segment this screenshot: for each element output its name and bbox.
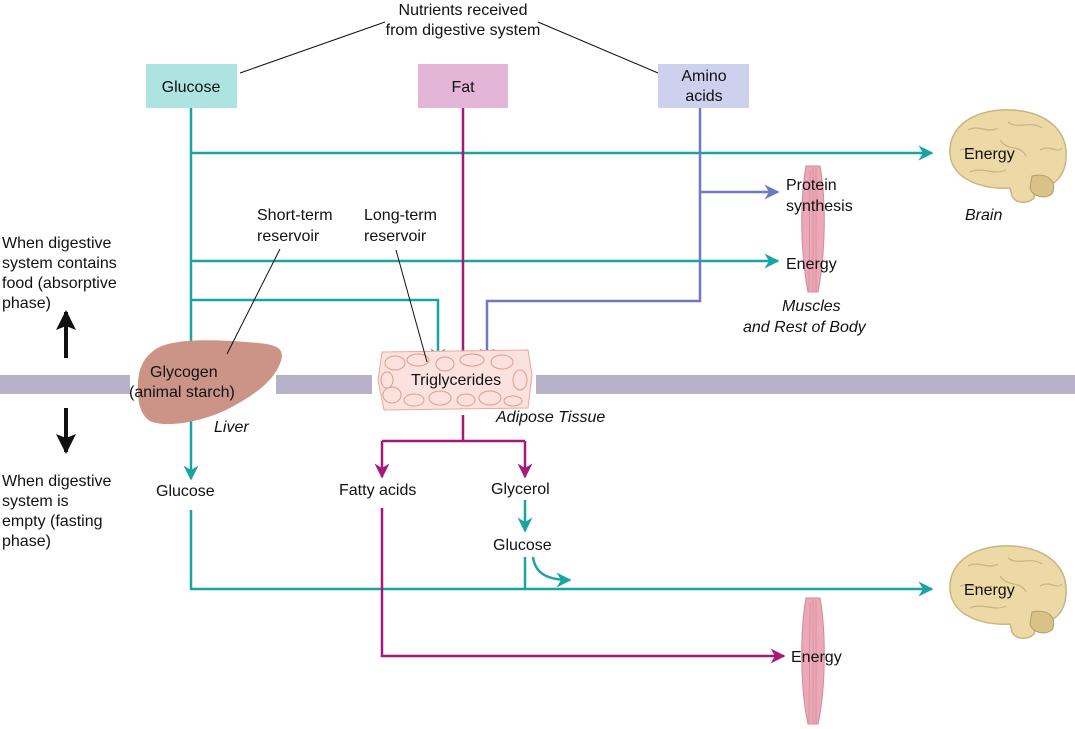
glucose-pathways: [183, 108, 934, 597]
muscle-icon: [801, 165, 825, 293]
adipose-tissue-icon: [377, 349, 533, 411]
glucose-from-liver-label: Glucose: [156, 483, 215, 500]
leader-header-glucose: [239, 21, 386, 74]
protein-synthesis-line1: Protein: [786, 177, 837, 194]
fasting-phase-line4: phase): [2, 533, 51, 550]
amino-box-label-line1: Amino: [681, 68, 726, 85]
header-title-line1: Nutrients received: [399, 2, 528, 19]
glucose-box: Glucose: [146, 64, 237, 108]
brain-icon: [949, 109, 1067, 203]
muscles-label-line1: Muscles: [782, 298, 841, 315]
liver-icon: [137, 340, 282, 425]
fasting-phase-line3: empty (fasting: [2, 513, 102, 530]
energy-label-muscle-bottom: Energy: [791, 649, 842, 666]
brain-icon: [949, 545, 1067, 639]
amino-acid-pathways: [479, 108, 780, 364]
energy-label-muscle-top: Energy: [786, 256, 837, 273]
muscle-icon: [801, 597, 825, 725]
fat-pathways: [374, 108, 786, 664]
liver-label: Liver: [214, 419, 249, 436]
header-title-line2: from digestive system: [386, 22, 541, 39]
phase-separator-band: [0, 375, 1075, 394]
short-term-reservoir-line2: reservoir: [257, 228, 320, 245]
leader-header-amino: [537, 21, 659, 74]
fat-box: Fat: [418, 64, 508, 108]
glucose-box-label: Glucose: [162, 79, 221, 96]
fasting-phase-line2: system is: [2, 493, 69, 510]
long-term-reservoir-line2: reservoir: [364, 228, 427, 245]
absorptive-phase-line2: system contains: [2, 255, 117, 272]
triglycerides-label: Triglycerides: [411, 372, 501, 389]
adipose-tissue-label: Adipose Tissue: [495, 409, 605, 426]
glycogen-label-line1: Glycogen: [150, 364, 218, 381]
absorptive-phase-line4: phase): [2, 295, 51, 312]
absorptive-phase-line3: food (absorptive: [2, 275, 117, 292]
long-term-reservoir-line1: Long-term: [364, 207, 437, 224]
brain-label: Brain: [965, 207, 1002, 224]
amino-box-label-line2: acids: [685, 88, 722, 105]
muscles-label-line2: and Rest of Body: [743, 319, 867, 336]
fasting-phase-line1: When digestive: [2, 473, 111, 490]
fat-box-label: Fat: [451, 79, 475, 96]
fatty-acids-label: Fatty acids: [339, 482, 416, 499]
amino-acids-box: Amino acids: [658, 64, 749, 108]
leader-short-term-reservoir: [226, 248, 281, 355]
short-term-reservoir-line1: Short-term: [257, 207, 333, 224]
energy-label-brain-bottom: Energy: [964, 582, 1015, 599]
protein-synthesis-line2: synthesis: [786, 198, 853, 215]
leader-long-term-reservoir: [395, 249, 428, 363]
glycogen-label-line2: (animal starch): [129, 384, 235, 401]
glucose-from-glycerol-label: Glucose: [493, 537, 552, 554]
glycerol-label: Glycerol: [491, 481, 550, 498]
absorptive-phase-line1: When digestive: [2, 235, 111, 252]
energy-label-brain-top: Energy: [964, 146, 1015, 163]
